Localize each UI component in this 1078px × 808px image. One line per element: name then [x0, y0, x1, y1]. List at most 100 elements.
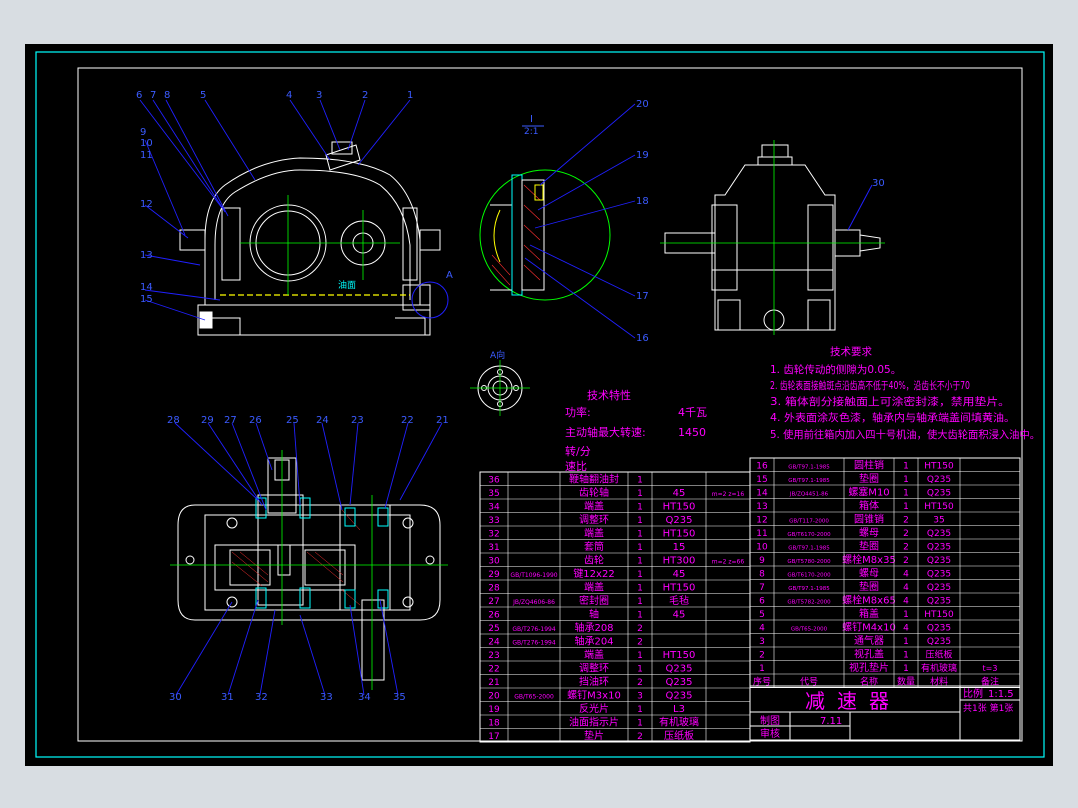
bom-right-mat: Q235 — [927, 529, 951, 539]
bom-right-name: 垫圈 — [859, 540, 879, 553]
bom-left-qty: 2 — [637, 678, 643, 688]
bom-header-note: 备注 — [981, 676, 999, 688]
bom-right-no: 7 — [759, 583, 765, 593]
bom-right-std: GB/T97.1-1985 — [788, 465, 830, 471]
bom-left-no: 21 — [488, 678, 499, 688]
bom-left-note: m=2 z=16 — [712, 491, 745, 498]
tech-char-label-1: 主动轴最大转速: — [565, 425, 646, 439]
bom-right-std: GB/T117-2000 — [789, 519, 829, 525]
bom-right-name: 螺钉M4x10 — [842, 622, 896, 634]
balloon-32: 32 — [255, 692, 268, 703]
bom-left-no: 28 — [488, 584, 500, 594]
bom-right-qty: 2 — [903, 529, 909, 539]
bom-right-name: 螺母 — [859, 568, 879, 580]
bom-header-qty: 数量 — [897, 676, 915, 688]
bom-right-no: 1 — [759, 664, 765, 674]
bom-right-mat: HT150 — [924, 462, 954, 472]
bom-left-name: 轴 — [589, 608, 599, 621]
bom-header-name: 名称 — [860, 676, 878, 688]
plan-leaders — [174, 422, 443, 696]
bom-right-std: GB/T97.1-1985 — [788, 586, 830, 592]
bom-left-qty: 2 — [637, 624, 643, 634]
title-block-check-label: 审核 — [760, 727, 780, 740]
bom-header-mat: 材料 — [930, 676, 948, 688]
balloon-8: 8 — [164, 90, 170, 101]
bom-left-mat: L3 — [673, 704, 685, 715]
bom-left-name: 端盖 — [584, 527, 604, 540]
bom-left-no: 19 — [488, 705, 500, 715]
bom-left-qty: 1 — [637, 489, 643, 499]
title-block-draw-label: 制图 — [760, 714, 780, 727]
outer-border — [35, 51, 1045, 758]
balloon-13: 13 — [140, 250, 153, 261]
bom-right-qty: 4 — [903, 583, 909, 593]
bom-left-qty: 1 — [637, 530, 643, 540]
bom-left-name: 调整环 — [579, 662, 609, 675]
title-block-title: 减速器 — [805, 689, 901, 713]
balloon-10: 10 — [140, 138, 153, 149]
bom-left-mat: HT300 — [663, 556, 696, 567]
bom-left-qty: 1 — [637, 611, 643, 621]
bom-right-no: 8 — [759, 570, 765, 580]
bom-left-name: 键12x22 — [573, 567, 614, 580]
bom-right-std: GB/T5782-2000 — [787, 600, 831, 606]
bom-left-mat: HT150 — [663, 583, 696, 594]
bom-right-qty: 4 — [903, 624, 909, 634]
balloon-35: 35 — [393, 692, 406, 703]
bom-left-mat: Q235 — [666, 664, 693, 675]
bom-left-qty: 3 — [637, 692, 643, 702]
bom-right-qty: 4 — [903, 597, 909, 607]
bom-left-qty: 1 — [637, 503, 643, 513]
detail-scale: 2:1 — [524, 127, 538, 137]
bom-left-mat: 有机玻璃 — [659, 716, 699, 729]
title-block-scale: 1:1.5 — [988, 689, 1014, 700]
bom-left-name: 反光片 — [579, 702, 609, 715]
balloon-6: 6 — [136, 90, 142, 101]
bom-right-qty: 1 — [903, 475, 909, 485]
bom-left-qty: 1 — [637, 543, 643, 553]
bom-header-no: 序号 — [753, 676, 771, 688]
bom-left-mat: 45 — [673, 610, 686, 621]
bom-left-no: 17 — [488, 732, 499, 742]
bom-right-no: 3 — [759, 637, 765, 647]
bom-left-qty: 1 — [637, 665, 643, 675]
bom-left-name: 调整环 — [579, 513, 609, 526]
flange-centerlines — [470, 360, 530, 416]
balloon-2: 2 — [362, 90, 368, 101]
bom-left-no: 31 — [488, 543, 499, 553]
bom-right-name: 视孔垫片 — [849, 661, 889, 674]
bom-left-no: 27 — [488, 597, 499, 607]
bom-right-mat: 压纸板 — [925, 649, 952, 661]
tech-req-4: 4. 外表面涂灰色漆，轴承内与轴承端盖间填黄油。 — [770, 411, 1015, 424]
bom-left-mat: 45 — [673, 488, 686, 499]
bom-left-note: m=2 z=66 — [712, 559, 745, 566]
bom-right-note: t=3 — [983, 664, 998, 673]
bom-right-name: 垫圈 — [859, 472, 879, 485]
bom-right-mat: HT150 — [924, 610, 954, 620]
bom-right-no: 4 — [759, 624, 765, 634]
bom-right-mat: Q235 — [927, 556, 951, 566]
tech-req-5: 5. 使用前往箱内加入四十号机油，使大齿轮面积浸入油中。 — [770, 428, 1040, 441]
bom-left-name: 齿轮轴 — [579, 486, 609, 499]
bom-left-qty: 1 — [637, 584, 643, 594]
bom-left-mat: Q235 — [666, 677, 693, 688]
bom-right-qty: 4 — [903, 570, 909, 580]
bom-right-qty: 2 — [903, 543, 909, 553]
bom-right-std: JB/ZQ4451-86 — [789, 492, 829, 498]
balloon-31: 31 — [221, 692, 234, 703]
balloon-9: 9 — [140, 127, 146, 138]
bom-right-no: 2 — [759, 651, 765, 661]
balloon-25: 25 — [286, 415, 299, 426]
bom-right-qty: 1 — [903, 610, 909, 620]
tech-char-value-1: 1450 — [678, 426, 706, 439]
balloon-14: 14 — [140, 282, 153, 293]
bom-left-no: 32 — [488, 530, 499, 540]
balloon-20: 20 — [636, 99, 649, 110]
bom-left-mat: 毛毡 — [669, 594, 689, 607]
tech-req-1: 1. 齿轮传动的侧隙为0.05。 — [770, 363, 901, 376]
bom-left-name: 端盖 — [584, 648, 604, 661]
balloon-3: 3 — [316, 90, 322, 101]
balloon-26: 26 — [249, 415, 262, 426]
balloon-7: 7 — [150, 90, 156, 101]
